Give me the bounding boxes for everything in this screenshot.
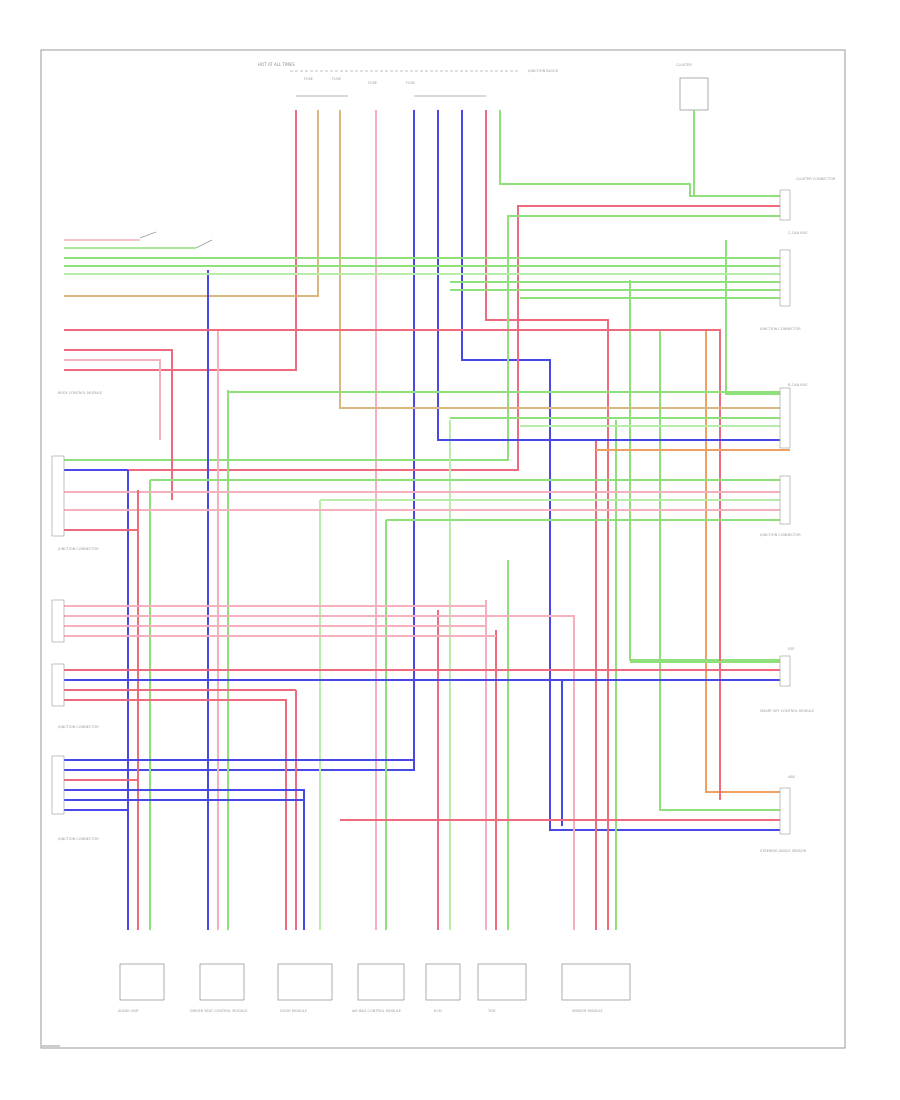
fuse-label-b: FUSE <box>332 77 341 81</box>
module-label-4: AIR BAG CONTROL MODULE <box>352 1009 401 1013</box>
rc-label-2: C-CAN BUS <box>788 231 808 235</box>
left-connector-blocks <box>51 455 65 815</box>
rc-label-6: ESP <box>788 647 795 651</box>
rc-label-5: JUNCTION CONNECTOR <box>759 533 801 537</box>
fuse-label-c: FUSE <box>368 81 377 85</box>
diagram-title: HOT AT ALL TIMES <box>258 62 295 67</box>
module-label-5: ECM <box>434 1009 442 1013</box>
right-top-label: CLUSTER <box>676 63 692 67</box>
fuse-label-a: FUSE <box>304 77 313 81</box>
module-box-6 <box>477 963 527 1001</box>
rc-label-4: B-CAN BUS <box>788 383 808 387</box>
fuse-label-d: FUSE <box>406 81 415 85</box>
module-label-6: TCM <box>487 1009 495 1013</box>
junction-label: JUNCTION BLOCK <box>527 69 559 73</box>
module-box-7 <box>561 963 631 1001</box>
rc-label-8: ABS <box>788 775 796 779</box>
left-connector-labels: BODY CONTROL MODULE JUNCTION CONNECTOR J… <box>57 391 102 841</box>
rc-label-3: JUNCTION CONNECTOR <box>759 327 801 331</box>
module-box-1 <box>119 963 165 1001</box>
rc-label-1: CLUSTER CONNECTOR <box>796 177 836 181</box>
module-label-1: AUDIO UNIT <box>118 1009 140 1013</box>
module-label-3: DOOR MODULE <box>280 1009 307 1013</box>
rc-label-7: SMART KEY CONTROL MODULE <box>760 709 814 713</box>
right-connector-labels: CLUSTER CONNECTOR C-CAN BUS JUNCTION CON… <box>759 177 836 853</box>
horizontal-wires <box>64 257 790 930</box>
lc-label-3: JUNCTION CONNECTOR <box>57 725 99 729</box>
diagram-frame <box>40 49 846 1049</box>
right-connector-pins <box>779 189 791 835</box>
module-label-2: DRIVER SEAT CONTROL MODULE <box>190 1009 248 1013</box>
module-box-3 <box>277 963 333 1001</box>
lc-label-4: JUNCTION CONNECTOR <box>57 837 99 841</box>
module-box-4 <box>357 963 405 1001</box>
cluster-box <box>679 77 709 111</box>
switch-symbols <box>64 231 213 249</box>
module-box-5 <box>425 963 461 1001</box>
module-label-7: SENSOR MODULE <box>572 1009 603 1013</box>
lc-label-1: BODY CONTROL MODULE <box>58 391 102 395</box>
bottom-modules <box>119 963 631 1001</box>
bottom-module-labels: AUDIO UNIT DRIVER SEAT CONTROL MODULE DO… <box>118 1009 603 1013</box>
rc-label-9: STEERING ANGLE SENSOR <box>760 849 807 853</box>
module-box-2 <box>199 963 245 1001</box>
lc-label-2: JUNCTION CONNECTOR <box>57 547 99 551</box>
